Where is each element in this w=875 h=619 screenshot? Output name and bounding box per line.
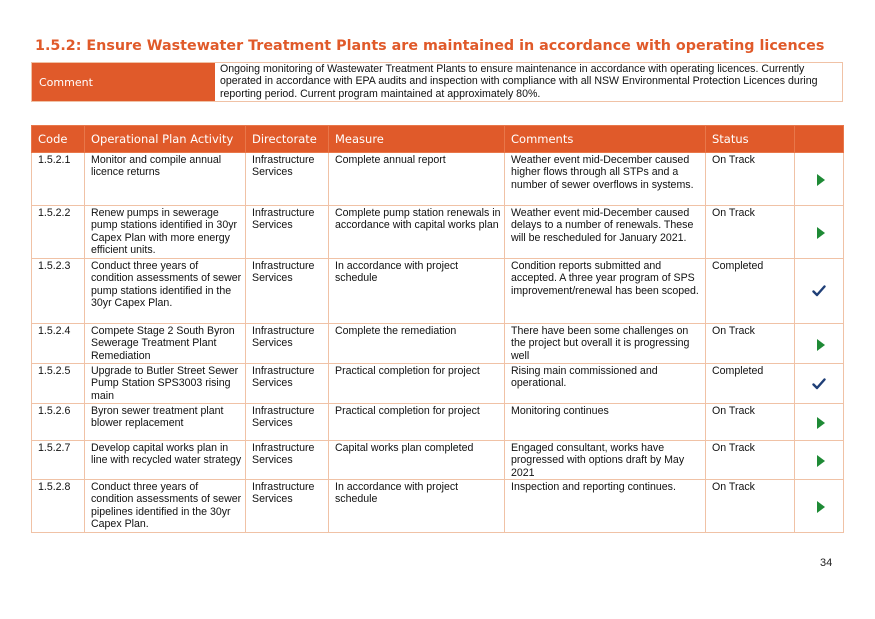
- arrow-right-icon: [817, 455, 825, 468]
- comment-label: Comment: [32, 63, 215, 101]
- cell-directorate: Infrastructure Services: [245, 479, 329, 533]
- cell-directorate: Infrastructure Services: [245, 205, 329, 259]
- cell-code: 1.5.2.2: [31, 205, 85, 259]
- cell-measure: Practical completion for project: [328, 403, 505, 441]
- comment-text: Ongoing monitoring of Wastewater Treatme…: [220, 63, 818, 100]
- header-directorate: Directorate: [245, 125, 329, 153]
- cell-comments: Weather event mid-December caused higher…: [504, 152, 706, 206]
- cell-measure: Practical completion for project: [328, 363, 505, 404]
- arrow-right-icon: [817, 417, 825, 430]
- cell-directorate: Infrastructure Services: [245, 363, 329, 404]
- arrow-right-icon: [817, 174, 825, 187]
- cell-status-icon: [794, 323, 844, 364]
- cell-status-icon: [794, 403, 844, 441]
- cell-comments: Engaged consultant, works have progresse…: [504, 440, 706, 480]
- cell-status: On Track: [705, 440, 795, 480]
- cell-comments: Condition reports submitted and accepted…: [504, 258, 706, 324]
- page-number: 34: [820, 557, 833, 569]
- header-measure: Measure: [328, 125, 505, 153]
- arrow-right-icon: [817, 227, 825, 240]
- header-comments: Comments: [504, 125, 706, 153]
- cell-directorate: Infrastructure Services: [245, 403, 329, 441]
- cell-activity: Byron sewer treatment plant blower repla…: [84, 403, 246, 441]
- cell-measure: Capital works plan completed: [328, 440, 505, 480]
- checkmark-icon: [812, 378, 826, 393]
- cell-activity: Monitor and compile annual licence retur…: [84, 152, 246, 206]
- header-activity: Operational Plan Activity: [84, 125, 246, 153]
- cell-activity: Develop capital works plan in line with …: [84, 440, 246, 480]
- cell-status: Completed: [705, 258, 795, 324]
- arrow-right-icon: [817, 338, 825, 351]
- cell-status: On Track: [705, 205, 795, 259]
- cell-measure: Complete annual report: [328, 152, 505, 206]
- cell-measure: In accordance with project schedule: [328, 258, 505, 324]
- header-code: Code: [31, 125, 85, 153]
- cell-directorate: Infrastructure Services: [245, 440, 329, 480]
- cell-activity: Renew pumps in sewerage pump stations id…: [84, 205, 246, 259]
- cell-code: 1.5.2.4: [31, 323, 85, 364]
- cell-comments: There have been some challenges on the p…: [504, 323, 706, 364]
- cell-status-icon: [794, 363, 844, 404]
- checkmark-icon: [812, 285, 826, 300]
- header-status-icon: [794, 125, 844, 153]
- cell-status: On Track: [705, 323, 795, 364]
- cell-status-icon: [794, 440, 844, 480]
- arrow-right-icon: [817, 501, 825, 514]
- cell-directorate: Infrastructure Services: [245, 323, 329, 364]
- cell-code: 1.5.2.3: [31, 258, 85, 324]
- cell-status-icon: [794, 479, 844, 533]
- cell-status-icon: [794, 258, 844, 324]
- operational-plan-table: Code Operational Plan Activity Directora…: [31, 125, 844, 533]
- cell-code: 1.5.2.8: [31, 479, 85, 533]
- cell-measure: In accordance with project schedule: [328, 479, 505, 533]
- cell-comments: Inspection and reporting continues.: [504, 479, 706, 533]
- cell-measure: Complete the remediation: [328, 323, 505, 364]
- cell-status: On Track: [705, 152, 795, 206]
- cell-directorate: Infrastructure Services: [245, 152, 329, 206]
- cell-status: On Track: [705, 403, 795, 441]
- cell-code: 1.5.2.6: [31, 403, 85, 441]
- cell-directorate: Infrastructure Services: [245, 258, 329, 324]
- cell-activity: Conduct three years of condition assessm…: [84, 479, 246, 533]
- cell-status: On Track: [705, 479, 795, 533]
- cell-status: Completed: [705, 363, 795, 404]
- cell-activity: Upgrade to Butler Street Sewer Pump Stat…: [84, 363, 246, 404]
- cell-code: 1.5.2.1: [31, 152, 85, 206]
- cell-activity: Compete Stage 2 South Byron Sewerage Tre…: [84, 323, 246, 364]
- table-header-row: Code Operational Plan Activity Directora…: [31, 125, 844, 153]
- cell-measure: Complete pump station renewals in accord…: [328, 205, 505, 259]
- cell-comments: Rising main commissioned and operational…: [504, 363, 706, 404]
- cell-code: 1.5.2.7: [31, 440, 85, 480]
- cell-status-icon: [794, 152, 844, 206]
- cell-code: 1.5.2.5: [31, 363, 85, 404]
- cell-status-icon: [794, 205, 844, 259]
- header-status: Status: [705, 125, 795, 153]
- page-title: 1.5.2: Ensure Wastewater Treatment Plant…: [35, 38, 825, 54]
- cell-comments: Weather event mid-December caused delays…: [504, 205, 706, 259]
- comment-box: Comment Ongoing monitoring of Wastewater…: [31, 62, 843, 102]
- cell-activity: Conduct three years of condition assessm…: [84, 258, 246, 324]
- cell-comments: Monitoring continues: [504, 403, 706, 441]
